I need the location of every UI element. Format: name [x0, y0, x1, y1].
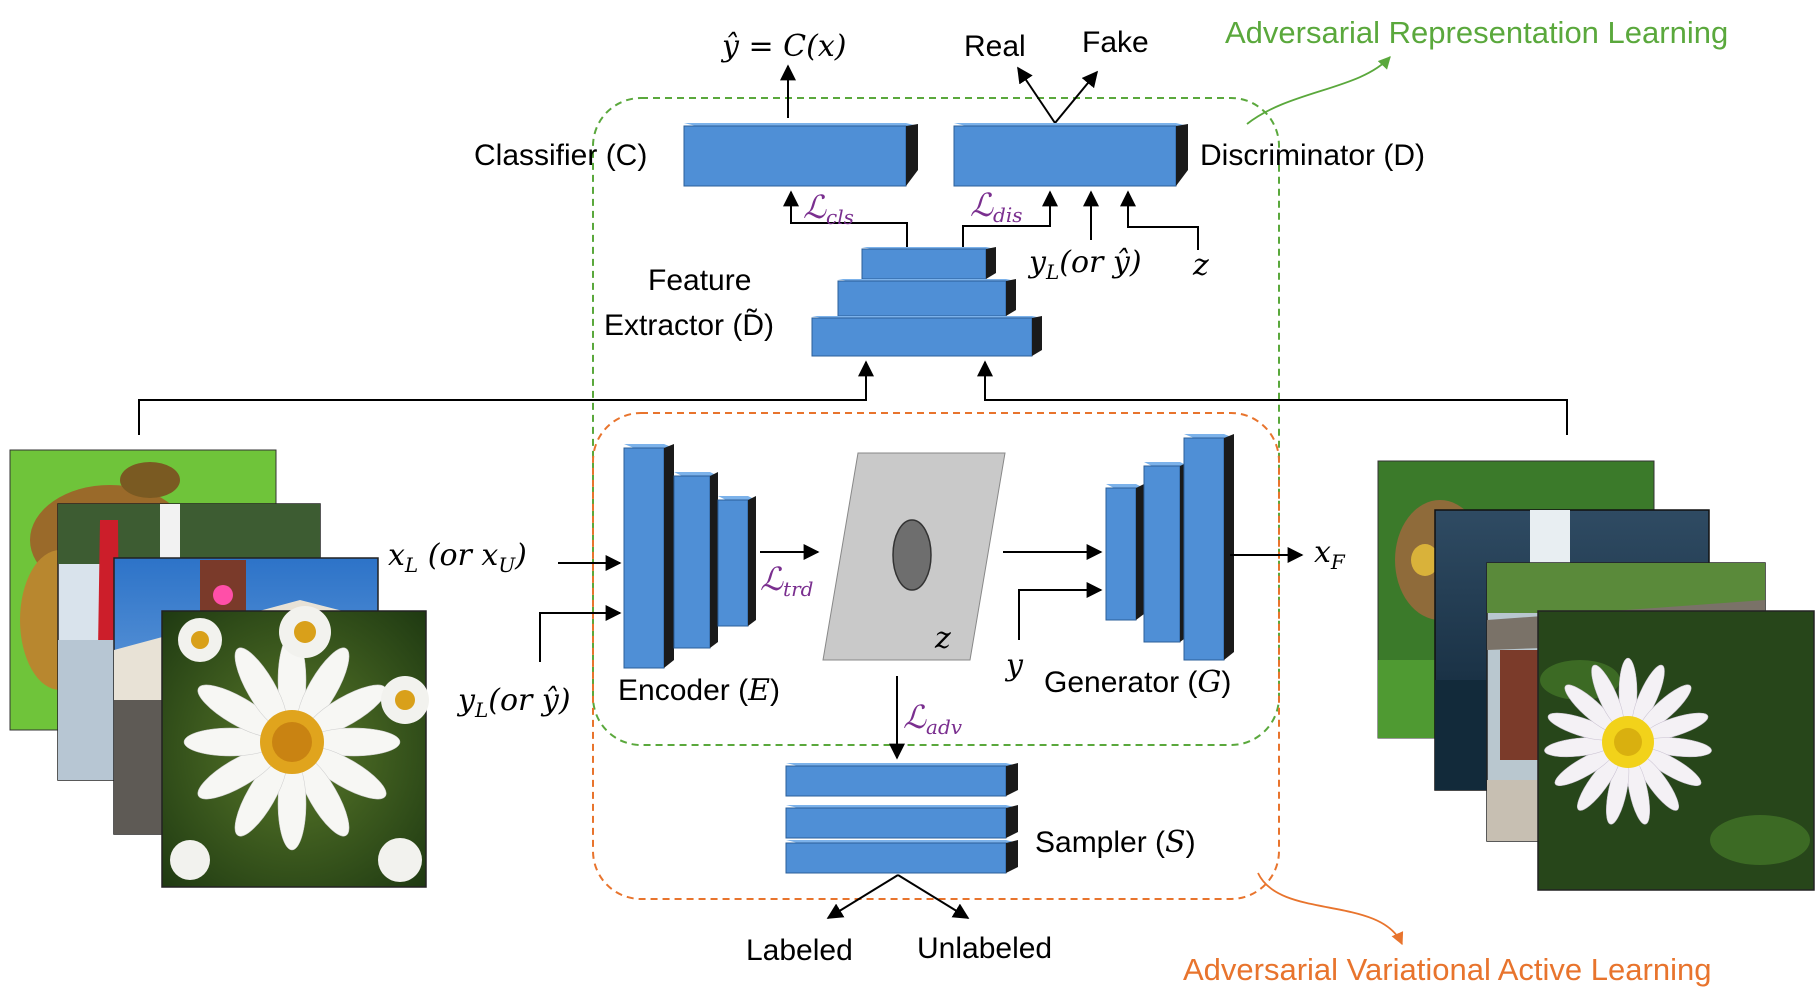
- generator-y-input-label: y: [1004, 648, 1024, 683]
- latent-space: z: [822, 452, 1006, 661]
- feature-extractor-block: [811, 247, 1042, 357]
- generator-block: [1105, 434, 1234, 661]
- classifier-output-label: ŷ = C(x): [720, 29, 846, 64]
- sampler-label: Sampler (S): [1035, 825, 1196, 860]
- arl-pointer: [1246, 56, 1391, 125]
- unlabeled-label: Unlabeled: [917, 932, 1052, 965]
- arl-region: [592, 97, 1280, 746]
- z-to-discriminator-arrow: [1120, 190, 1199, 250]
- real-label: Real: [964, 30, 1026, 63]
- y-to-generator-arrow: [1018, 582, 1103, 640]
- loss-dis: ℒdis: [970, 186, 1023, 227]
- classifier-block: [683, 123, 918, 187]
- fake-arrow: [1054, 70, 1099, 124]
- feature-extractor-label-2: Extractor (D̃): [604, 309, 774, 342]
- discriminator-z-label: z: [1192, 248, 1209, 283]
- real-arrow: [1017, 66, 1056, 124]
- feature-extractor-label-1: Feature: [648, 264, 751, 297]
- encoder-label: Encoder (E): [618, 673, 780, 708]
- real-images-to-feature-extractor: [138, 360, 874, 435]
- labeled-arrow: [826, 874, 899, 919]
- encoder-x-input-label: xL (or xU): [388, 538, 527, 577]
- loss-cls: ℒcls: [803, 188, 854, 229]
- daisy-photo: [161, 606, 429, 888]
- loss-adv: ℒadv: [903, 698, 963, 739]
- encoder-y-input-label: yL(or ŷ): [456, 683, 571, 722]
- classifier-label: Classifier (C): [474, 139, 647, 172]
- loss-trd: ℒtrd: [760, 560, 813, 601]
- arl-title: Adversarial Representation Learning: [1225, 15, 1728, 50]
- cls-connector: [783, 190, 908, 247]
- avl-pointer: [1257, 872, 1404, 946]
- fake-label: Fake: [1082, 26, 1149, 59]
- daisy-photo-generated: [1537, 610, 1815, 891]
- discriminator-block: [953, 123, 1188, 187]
- fake-images-to-feature-extractor: [977, 360, 1568, 435]
- unlabeled-arrow: [897, 874, 970, 919]
- discriminator-label: Discriminator (D): [1200, 139, 1425, 172]
- labeled-label: Labeled: [746, 934, 853, 967]
- encoder-block: [623, 444, 756, 669]
- y-to-encoder-arrow: [539, 605, 622, 662]
- sampler-block: [785, 763, 1018, 874]
- generated-x-label: xF: [1314, 535, 1346, 574]
- generated-image-stack: [1377, 460, 1815, 891]
- latent-z-label: z: [934, 621, 951, 656]
- generator-label: Generator (G): [1044, 665, 1231, 700]
- dis-connector: [962, 190, 1058, 247]
- avl-region: [592, 412, 1280, 900]
- discriminator-yl-label: yL(or ŷ): [1027, 245, 1142, 284]
- avl-title: Adversarial Variational Active Learning: [1183, 952, 1711, 987]
- input-image-stack: [9, 449, 429, 888]
